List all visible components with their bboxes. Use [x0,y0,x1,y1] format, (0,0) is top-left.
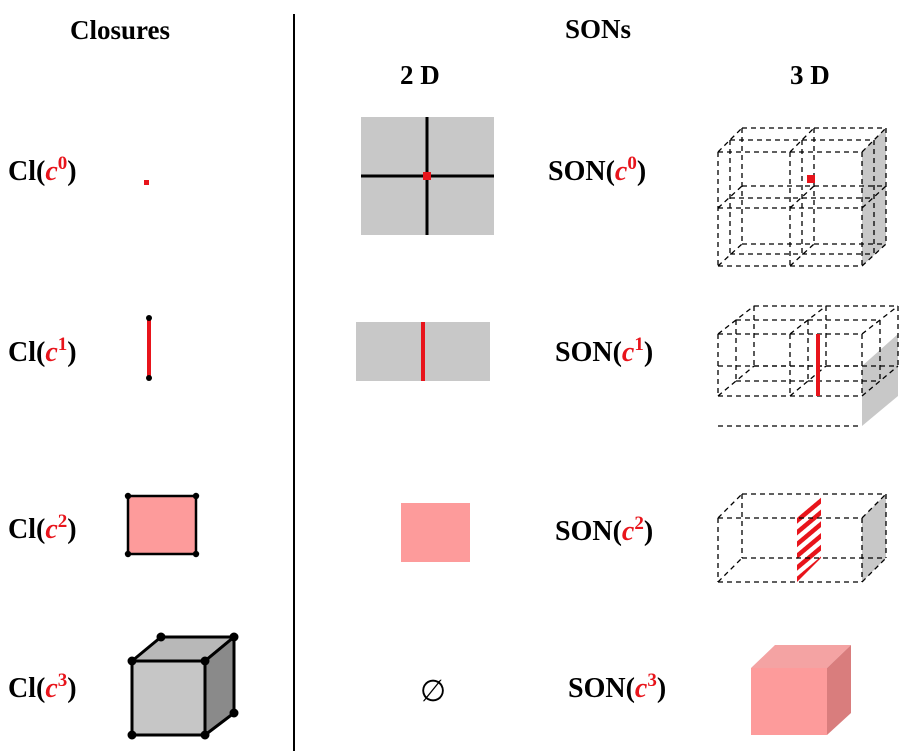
son2d-c1 [356,322,490,381]
closure-cube-c3 [127,632,239,740]
header-2d: 2 D [400,60,440,90]
closure-edge-c1 [146,315,152,381]
son2d-c3-empty-set: ∅ [420,674,446,709]
closure-label-c2: Cl(c2) [8,511,77,545]
closure-label-c3: Cl(c3) [8,670,77,704]
son3d-c3 [751,645,851,735]
header-3d: 3 D [790,60,830,90]
son-label-c2: SON(c2) [555,513,653,547]
header-sons: SONs [565,14,631,44]
closure-label-c1: Cl(c1) [8,334,77,368]
closure-point-c0 [144,180,149,185]
son2d-c2 [401,503,470,562]
header-closures: Closures [70,15,170,45]
closure-face-c2 [124,492,200,558]
son3d-c2 [717,493,887,583]
son-label-c0: SON(c0) [548,153,646,187]
son3d-c1 [717,305,899,427]
son-label-c3: SON(c3) [568,670,666,704]
son3d-c0 [717,127,887,267]
son2d-c0 [361,117,494,235]
closure-label-c0: Cl(c0) [8,153,77,187]
son-label-c1: SON(c1) [555,334,653,368]
